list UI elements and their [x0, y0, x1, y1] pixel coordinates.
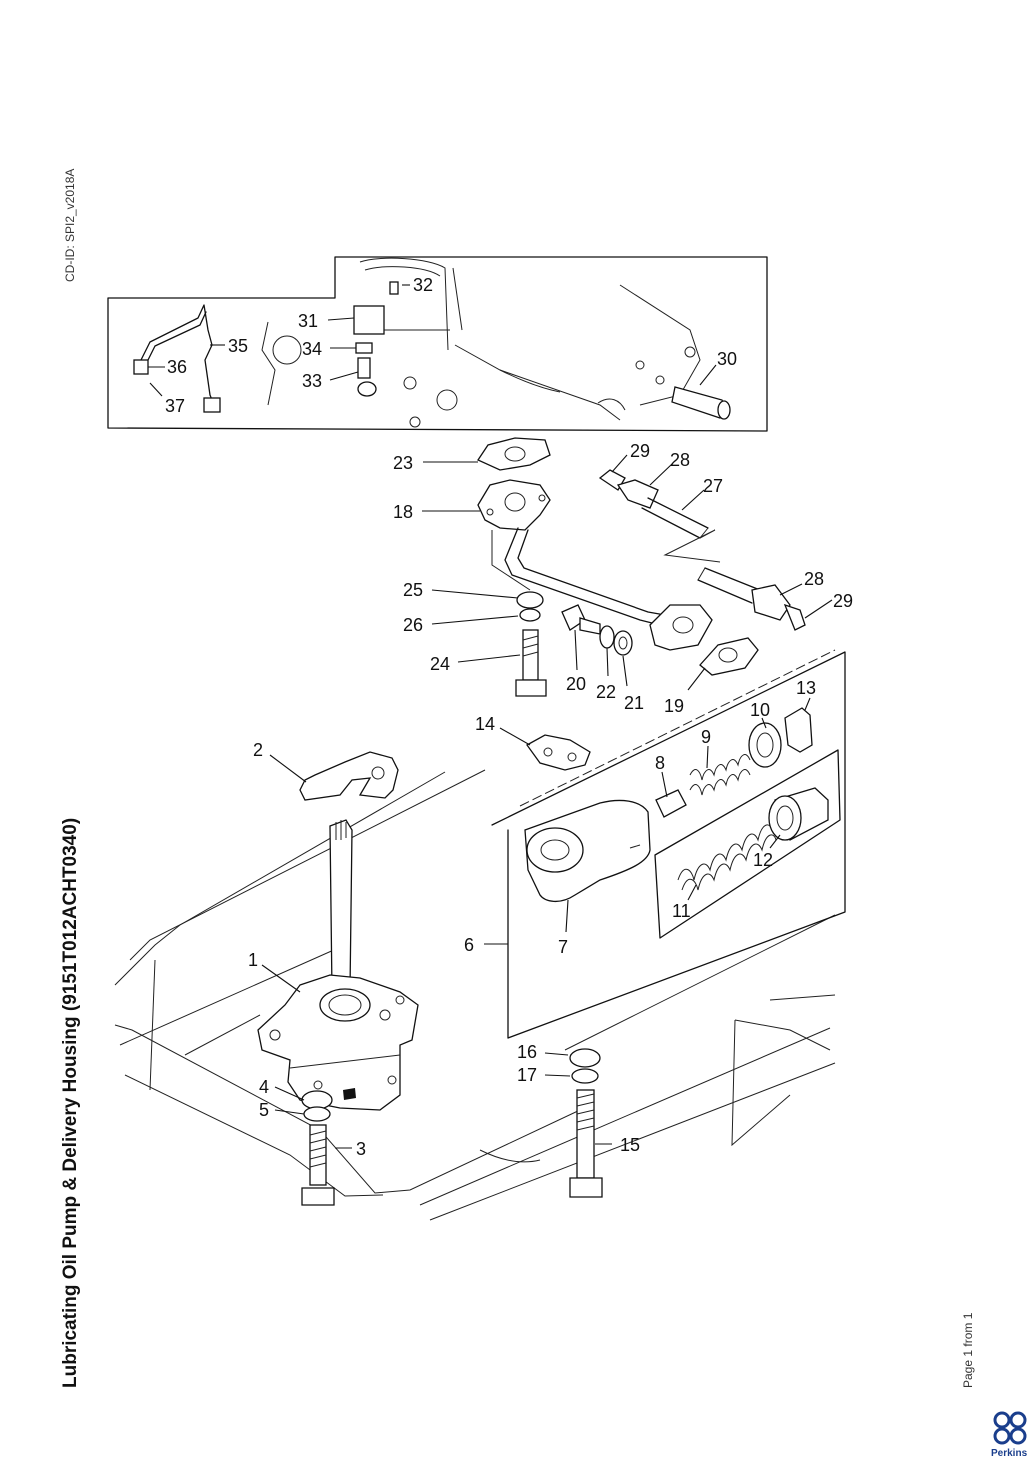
callout-5: 5: [259, 1100, 269, 1120]
callout-22: 22: [596, 682, 616, 702]
callout-6: 6: [464, 935, 474, 955]
callout-2: 2: [253, 740, 263, 760]
callout-33: 33: [302, 371, 322, 391]
gasket-2: [299, 751, 399, 801]
gasket-19: [699, 637, 759, 676]
callout-19: 19: [664, 696, 684, 716]
callout-14: 14: [475, 714, 495, 734]
callout-8: 8: [655, 753, 665, 773]
callout-36: 36: [167, 357, 187, 377]
inset-detail-box: [107, 256, 768, 432]
bolt-24-stack: [515, 591, 547, 697]
callout-12: 12: [753, 850, 773, 870]
callout-13: 13: [796, 678, 816, 698]
callout-17: 17: [517, 1065, 537, 1085]
callout-18: 18: [393, 502, 413, 522]
callout-leaders: [148, 284, 833, 1149]
callout-labels: 1 2 3 4 5 6 7 8 9 10 11 12 13 14 15 16 1…: [165, 275, 853, 1159]
callout-10: 10: [750, 700, 770, 720]
callout-24: 24: [430, 654, 450, 674]
callout-35: 35: [228, 336, 248, 356]
gasket-23: [477, 437, 551, 471]
bolt-15-stack: [569, 1048, 603, 1198]
perkins-logo: Perkins: [991, 1411, 1028, 1459]
callout-4: 4: [259, 1077, 269, 1097]
callout-23: 23: [393, 453, 413, 473]
callout-32: 32: [413, 275, 433, 295]
callout-28-upper: 28: [670, 450, 690, 470]
callout-29-lower: 29: [833, 591, 853, 611]
callout-37: 37: [165, 396, 185, 416]
callout-3: 3: [356, 1139, 366, 1159]
callout-26: 26: [403, 615, 423, 635]
callout-9: 9: [701, 727, 711, 747]
callout-11: 11: [672, 901, 691, 921]
callout-30: 30: [717, 349, 737, 369]
callout-7: 7: [558, 937, 568, 957]
callout-28-lower: 28: [804, 569, 824, 589]
delivery-housing-group: [491, 649, 846, 1039]
banjo-bolt-20: [561, 604, 633, 656]
engine-block-outline: [114, 769, 836, 1221]
callout-20: 20: [566, 674, 586, 694]
perkins-logo-text: Perkins: [991, 1448, 1028, 1459]
callout-16: 16: [517, 1042, 537, 1062]
callout-25: 25: [403, 580, 423, 600]
callout-1: 1: [248, 950, 258, 970]
bolt-3-stack: [301, 1090, 335, 1206]
oil-pump-assembly: [257, 819, 419, 1111]
callout-31: 31: [298, 311, 318, 331]
callout-27: 27: [703, 476, 723, 496]
callout-34: 34: [302, 339, 322, 359]
callout-15: 15: [620, 1135, 640, 1155]
callout-21: 21: [624, 693, 644, 713]
callout-29-upper: 29: [630, 441, 650, 461]
delivery-pipe-18: [477, 479, 713, 651]
pipe-27: [598, 469, 806, 631]
